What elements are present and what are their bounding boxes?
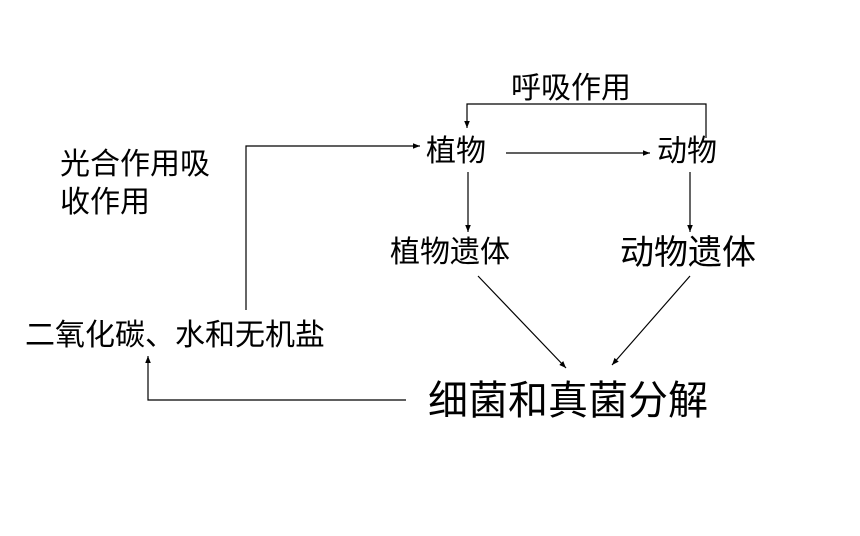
plant-remains-node: 植物遗体	[390, 235, 510, 270]
plant-remains-to-decomposition-arrow	[477, 275, 567, 369]
decomposition-to-inorganic-arrow	[145, 356, 406, 401]
photosynthesis-label-line2: 收作用	[60, 185, 150, 220]
animals-node: 动物	[657, 134, 717, 169]
animal-remains-node: 动物遗体	[620, 233, 756, 273]
decomposition-node: 细菌和真菌分解	[428, 378, 708, 424]
plants-node: 植物	[426, 134, 486, 169]
respiration-label: 呼吸作用	[511, 71, 631, 106]
respiration-arrow	[464, 103, 707, 138]
photosynthesis-arrow	[245, 143, 420, 310]
photosynthesis-label: 光合作用吸 收作用	[60, 146, 210, 222]
photosynthesis-label-line1: 光合作用吸	[60, 147, 210, 182]
inorganic-node: 二氧化碳、水和无机盐	[25, 318, 325, 353]
animal-remains-to-decomposition-arrow	[611, 275, 691, 366]
